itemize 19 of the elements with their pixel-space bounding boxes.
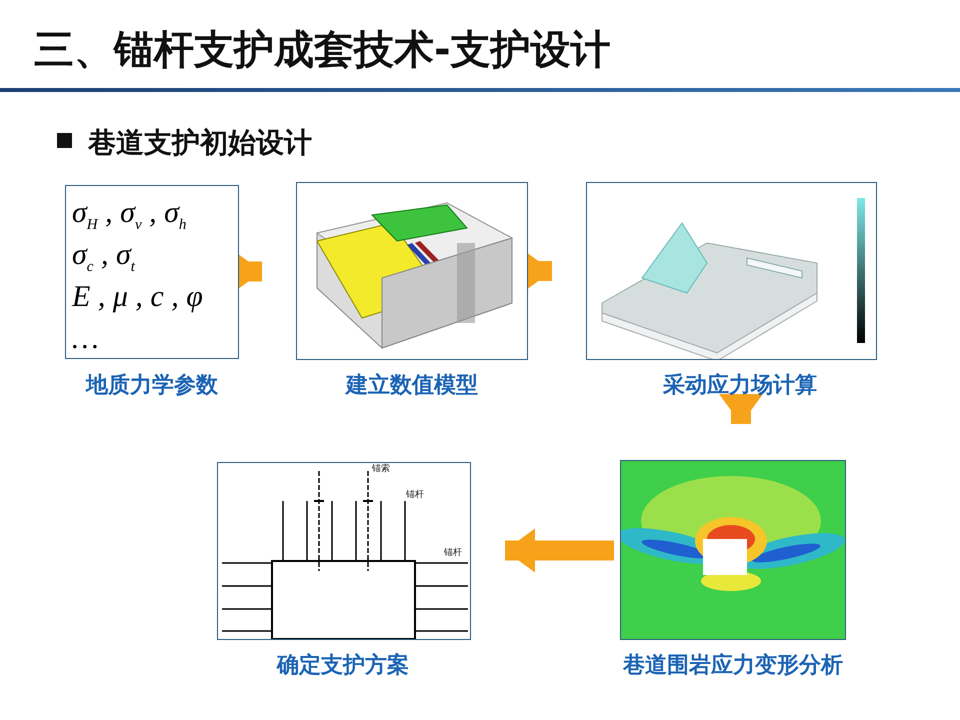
- bolt-label: 锚杆: [444, 549, 462, 558]
- figure-caption: 采动应力场计算: [663, 372, 817, 400]
- figure-frame: [586, 182, 877, 360]
- formula-text: E , μ , c , φ: [72, 282, 203, 312]
- parameter-box: [65, 185, 239, 359]
- section-heading: 巷道支护初始设计: [88, 125, 312, 161]
- figure-caption: 建立数值模型: [346, 372, 478, 400]
- slide-title: 三、锚杆支护成套技术-支护设计: [34, 26, 611, 75]
- block-arrow: [719, 394, 763, 424]
- formula-text: σ$_{c}$ , σ$_{t}$: [72, 240, 135, 275]
- figure-caption: 地质力学参数: [86, 372, 218, 400]
- formula-text: …: [72, 324, 99, 354]
- bolt-label: 锚杆: [406, 491, 424, 500]
- figure-frame: [296, 182, 528, 360]
- block-arrow: [505, 528, 614, 572]
- figure-caption: 确定支护方案: [277, 652, 409, 680]
- bolt-label: 锚索: [372, 465, 390, 474]
- formula-text: σ$_{H}$ , σ$_{v}$ , σ$_{h}$: [72, 198, 186, 233]
- figure-caption: 巷道围岩应力变形分析: [623, 652, 843, 680]
